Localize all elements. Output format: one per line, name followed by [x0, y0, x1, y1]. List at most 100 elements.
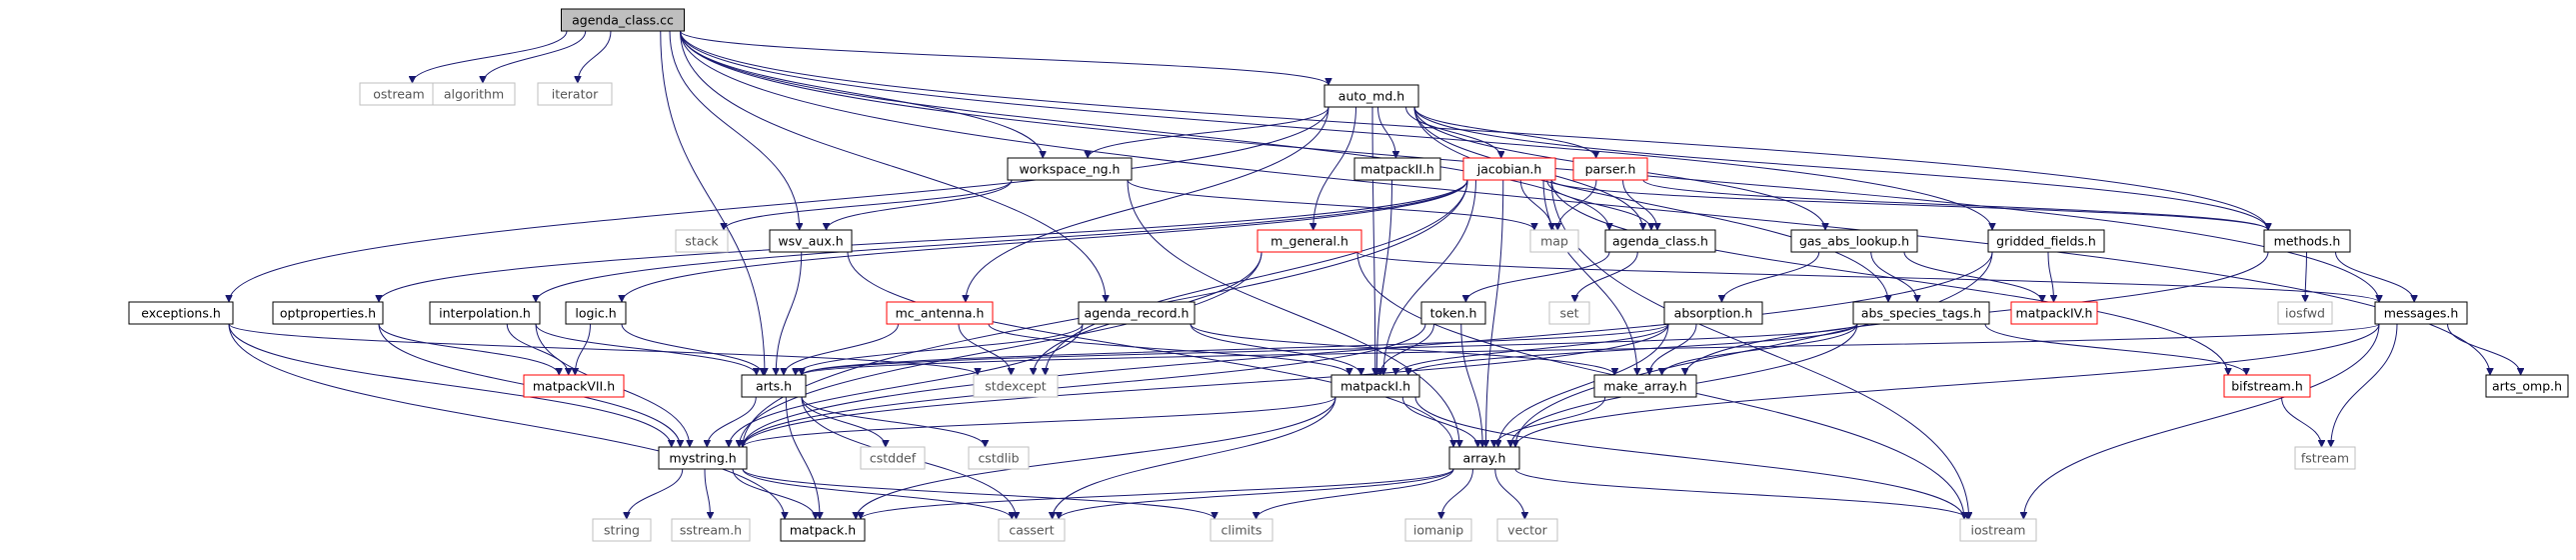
node-label: agenda_class.cc: [572, 13, 674, 28]
node-messages[interactable]: messages.h: [2374, 301, 2468, 325]
edge-root-to-agenda_record: [680, 30, 1107, 302]
node-box: [780, 518, 866, 542]
edge-agenda_class_h-to-token: [1465, 251, 1610, 303]
node-absorption[interactable]: absorption.h: [1663, 301, 1763, 325]
node-box: [1987, 229, 2105, 253]
node-agenda-class-h[interactable]: agenda_class.h: [1604, 229, 1716, 253]
node-label: mc_antenna.h: [896, 306, 985, 321]
edge-array-to-vector: [1494, 468, 1525, 519]
node-wsv-aux[interactable]: wsv_aux.h: [769, 229, 853, 253]
edge-auto_md-to-abs_species_tags: [1413, 106, 1888, 302]
node-arts-h[interactable]: arts.h: [741, 374, 807, 398]
edge-array-to-climits: [1257, 468, 1454, 520]
node-box: [1593, 374, 1697, 398]
node-box: [1323, 84, 1419, 108]
edge-mc_antenna-to-matpackI: [988, 323, 1349, 376]
edge-arts_h-to-cstdlib: [801, 396, 986, 448]
node-auto-md[interactable]: auto_md.h: [1323, 84, 1419, 108]
node-bifstream[interactable]: bifstream.h: [2223, 374, 2311, 398]
node-label: bifstream.h: [2231, 379, 2303, 394]
edge-messages-to-arts_omp: [2447, 323, 2521, 376]
node-algorithm: algorithm: [432, 82, 516, 106]
node-label: logic.h: [575, 306, 616, 321]
edge-absorption-to-arts_h: [802, 323, 1669, 376]
edge-messages-to-arts_h: [802, 323, 2380, 376]
node-mc-antenna[interactable]: mc_antenna.h: [886, 301, 994, 325]
node-workspace-ng[interactable]: workspace_ng.h: [1007, 157, 1133, 181]
node-matpackI[interactable]: matpackI.h: [1330, 374, 1420, 398]
edge-methods-to-messages: [2335, 251, 2415, 303]
node-cstddef: cstddef: [860, 446, 926, 470]
node-box: [658, 446, 748, 470]
node-label: algorithm: [444, 87, 504, 102]
node-parser[interactable]: parser.h: [1572, 157, 1648, 181]
node-interpolation[interactable]: interpolation.h: [429, 301, 541, 325]
edge-workspace_ng-to-wsv_aux: [827, 179, 1013, 231]
node-root[interactable]: agenda_class.cc: [561, 8, 685, 32]
edge-matpackI-to-cassert: [1053, 396, 1336, 519]
node-array[interactable]: array.h: [1448, 446, 1520, 470]
node-logic[interactable]: logic.h: [565, 301, 627, 325]
node-box: [860, 446, 926, 470]
node-arts-omp[interactable]: arts_omp.h: [2485, 374, 2569, 398]
node-agenda-record[interactable]: agenda_record.h: [1078, 301, 1196, 325]
node-matpackII[interactable]: matpackII.h: [1353, 157, 1441, 181]
node-label: iosfwd: [2285, 306, 2325, 321]
edge-messages-to-iostream: [2023, 323, 2380, 519]
node-box: [1663, 301, 1763, 325]
node-mystring[interactable]: mystring.h: [658, 446, 748, 470]
edge-root-to-gridded_fields: [680, 30, 1993, 230]
edge-auto_md-to-jacobian: [1405, 106, 1501, 159]
node-box: [973, 374, 1059, 398]
edge-jacobian-to-agenda_class_h: [1546, 179, 1651, 231]
edge-interpolation-to-arts_h: [535, 323, 757, 376]
edge-bifstream-to-fstream: [2281, 396, 2322, 448]
node-label: cstdlib: [978, 451, 1019, 466]
node-matpackIV[interactable]: matpackIV.h: [2010, 301, 2098, 325]
node-make-array[interactable]: make_array.h: [1593, 374, 1697, 398]
node-label: methods.h: [2274, 234, 2341, 249]
node-abs-species-tags[interactable]: abs_species_tags.h: [1852, 301, 1990, 325]
edge-absorption-to-array: [1498, 323, 1669, 447]
node-m-general[interactable]: m_general.h: [1257, 229, 1362, 253]
node-label: workspace_ng.h: [1020, 162, 1121, 177]
edge-root-to-methods: [680, 30, 2269, 230]
node-box: [675, 229, 729, 253]
node-box: [2010, 301, 2098, 325]
node-methods[interactable]: methods.h: [2263, 229, 2351, 253]
edge-token-to-array: [1460, 323, 1482, 447]
node-box: [1548, 301, 1590, 325]
node-cassert: cassert: [998, 518, 1066, 542]
node-gas-abs-lookup[interactable]: gas_abs_lookup.h: [1790, 229, 1918, 253]
edge-parser-to-map: [1557, 179, 1597, 230]
edge-m_general-to-mystring: [739, 251, 1263, 447]
edge-array-to-iomanip: [1441, 468, 1473, 519]
node-label: iomanip: [1413, 523, 1463, 538]
node-matpackVII[interactable]: matpackVII.h: [523, 374, 625, 398]
node-optproperties[interactable]: optproperties.h: [272, 301, 384, 325]
node-box: [741, 374, 807, 398]
node-label: mystring.h: [669, 451, 736, 466]
edge-gas_abs_lookup-to-matpackIV: [1903, 251, 2042, 303]
node-box: [561, 8, 685, 32]
node-box: [432, 82, 516, 106]
edge-root-to-wsv_aux: [669, 30, 800, 230]
edge-agenda_record-to-mystring: [729, 323, 1084, 447]
node-label: agenda_record.h: [1085, 306, 1190, 321]
node-box: [565, 301, 627, 325]
edge-jacobian-to-optproperties: [379, 179, 1468, 302]
edge-workspace_ng-to-map: [1127, 179, 1534, 231]
node-jacobian[interactable]: jacobian.h: [1462, 157, 1556, 181]
node-exceptions[interactable]: exceptions.h: [128, 301, 234, 325]
node-matpack[interactable]: matpack.h: [780, 518, 866, 542]
edge-optproperties-to-matpackVII: [378, 323, 559, 376]
node-cstdlib: cstdlib: [968, 446, 1030, 470]
node-gridded-fields[interactable]: gridded_fields.h: [1987, 229, 2105, 253]
node-box: [128, 301, 234, 325]
edge-mystring-to-matpack: [732, 468, 816, 520]
node-label: interpolation.h: [439, 306, 531, 321]
edge-agenda_class_h-to-set: [1574, 251, 1638, 303]
node-box: [1353, 157, 1441, 181]
edge-gridded_fields-to-mystring: [743, 251, 1993, 447]
node-token[interactable]: token.h: [1420, 301, 1486, 325]
